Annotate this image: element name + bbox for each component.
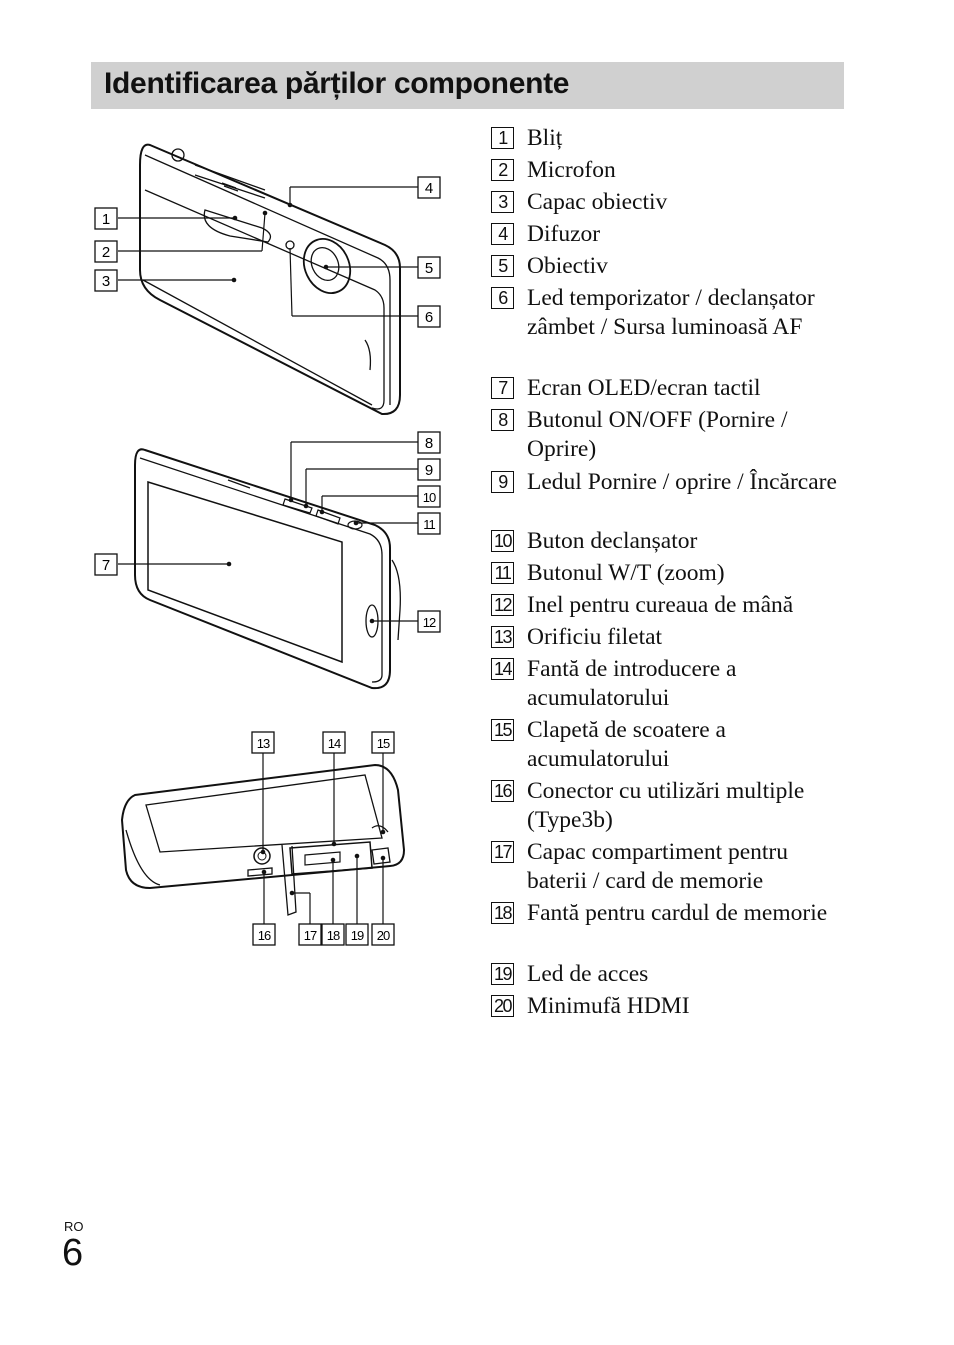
part-label: Buton declanșator bbox=[527, 528, 698, 554]
diagram-label: 7 bbox=[102, 557, 110, 574]
list-item: 4 Difuzor bbox=[491, 220, 851, 252]
list-item: 20 Minimufă HDMI bbox=[491, 992, 851, 1024]
part-label: Conector cu utilizări multiple (Type3b) bbox=[527, 778, 805, 833]
list-item: 16 Conector cu utilizări multiple (Type3b… bbox=[491, 777, 851, 838]
part-label: Led temporizator / declanșator zâmbet / … bbox=[527, 285, 815, 340]
part-label: Obiectiv bbox=[527, 253, 608, 279]
diagram-label: 3 bbox=[102, 273, 110, 290]
part-number-box: 4 bbox=[491, 223, 514, 245]
camera-diagrams: 1 2 3 4 5 6 7 8 9 10 11 12 bbox=[94, 143, 441, 946]
list-item: 1 Bliț bbox=[491, 124, 851, 156]
part-number-box: 5 bbox=[491, 255, 514, 277]
part-label: Capac compartiment pentru baterii / card… bbox=[527, 839, 789, 894]
part-label: Inel pentru cureaua de mână bbox=[527, 592, 794, 618]
part-number-box: 18 bbox=[491, 902, 514, 924]
diagram-label: 17 bbox=[304, 928, 317, 943]
part-number-box: 20 bbox=[491, 995, 514, 1017]
part-label: Capac obiectiv bbox=[527, 189, 668, 215]
front-view-label-boxes: 1 2 3 4 5 6 bbox=[94, 176, 441, 328]
list-item: 7 Ecran OLED/ecran tactil bbox=[491, 374, 851, 406]
list-item: 14 Fantă de introducere a acumulatorului bbox=[491, 655, 851, 716]
list-item: 3 Capac obiectiv bbox=[491, 188, 851, 220]
list-item: 10 Buton declanșator bbox=[491, 527, 851, 559]
diagram-label: 5 bbox=[425, 260, 433, 277]
part-number-box: 10 bbox=[491, 530, 514, 552]
diagram-label: 2 bbox=[102, 244, 110, 261]
part-label: Microfon bbox=[527, 157, 616, 183]
part-label: Fantă pentru cardul de memorie bbox=[527, 900, 828, 926]
diagram-label: 19 bbox=[351, 928, 364, 943]
bottom-view-callouts bbox=[262, 753, 384, 924]
part-number-box: 3 bbox=[491, 191, 514, 213]
part-label: Orificiu filetat bbox=[527, 624, 663, 650]
list-item: 18 Fantă pentru cardul de memorie bbox=[491, 899, 851, 960]
diagram-label: 12 bbox=[423, 615, 436, 630]
list-item: 11 Butonul W/T (zoom) bbox=[491, 559, 851, 591]
diagram-label: 10 bbox=[423, 490, 436, 505]
list-item: 9 Ledul Pornire / oprire / Încărcare bbox=[491, 468, 851, 527]
back-view-label-boxes: 7 8 9 10 11 12 bbox=[94, 431, 441, 633]
list-item: 15 Clapetă de scoatere a acumulatorului bbox=[491, 716, 851, 777]
part-label: Ecran OLED/ecran tactil bbox=[527, 375, 761, 401]
part-number-box: 2 bbox=[491, 159, 514, 181]
part-label: Ledul Pornire / oprire / Încărcare bbox=[527, 469, 837, 495]
diagram-label: 20 bbox=[377, 928, 390, 943]
list-item: 19 Led de acces bbox=[491, 960, 851, 992]
camera-front-view bbox=[139, 143, 401, 416]
list-item: 12 Inel pentru cureaua de mână bbox=[491, 591, 851, 623]
list-item: 6 Led temporizator / declanșator zâmbet /… bbox=[491, 284, 851, 374]
bottom-view-markers bbox=[260, 829, 386, 896]
part-number-box: 16 bbox=[491, 780, 514, 802]
list-item: 13 Orificiu filetat bbox=[491, 623, 851, 655]
diagram-label: 16 bbox=[258, 928, 271, 943]
list-item: 5 Obiectiv bbox=[491, 252, 851, 284]
front-view-markers bbox=[231, 202, 329, 283]
page-title: Identificarea părților componente bbox=[104, 67, 570, 100]
part-number-box: 11 bbox=[491, 562, 514, 584]
part-number-box: 17 bbox=[491, 841, 514, 863]
diagram-label: 18 bbox=[327, 928, 340, 943]
diagram-label: 11 bbox=[423, 517, 435, 532]
diagram-label: 8 bbox=[425, 435, 433, 452]
part-label: Bliț bbox=[527, 125, 563, 151]
part-number-box: 8 bbox=[491, 409, 514, 431]
part-number-box: 14 bbox=[491, 658, 514, 680]
part-label: Minimufă HDMI bbox=[527, 993, 690, 1019]
front-view-callouts bbox=[118, 186, 418, 317]
part-number-box: 13 bbox=[491, 626, 514, 648]
back-view-markers bbox=[226, 497, 375, 624]
part-number-box: 9 bbox=[491, 471, 514, 493]
parts-list: 1 Bliț 2 Microfon 3 Capac obiectiv 4 Difuzor… bbox=[491, 124, 851, 1024]
page-number: 6 bbox=[62, 1232, 84, 1274]
diagram-label: 14 bbox=[328, 736, 341, 751]
part-label: Clapetă de scoatere a acumulatorului bbox=[527, 717, 726, 772]
diagram-label: 4 bbox=[425, 180, 433, 197]
diagram-label: 1 bbox=[102, 211, 110, 228]
language-code: RO bbox=[64, 1219, 84, 1234]
diagram-label: 13 bbox=[257, 736, 270, 751]
diagram-label: 6 bbox=[425, 309, 433, 326]
bottom-view-label-boxes: 13 14 15 16 17 18 19 20 bbox=[251, 731, 395, 946]
part-number-box: 6 bbox=[491, 287, 514, 309]
part-label: Fantă de introducere a acumulatorului bbox=[527, 656, 737, 711]
section-title-bar: Identificarea părților componente bbox=[91, 62, 844, 109]
camera-back-view bbox=[134, 448, 401, 690]
list-item: 17 Capac compartiment pentru baterii / ca… bbox=[491, 838, 851, 899]
part-number-box: 19 bbox=[491, 963, 514, 985]
part-label: Butonul ON/OFF (Pornire / Oprire) bbox=[527, 407, 788, 462]
diagram-label: 9 bbox=[425, 462, 433, 479]
part-label: Led de acces bbox=[527, 961, 649, 987]
part-number-box: 12 bbox=[491, 594, 514, 616]
part-label: Difuzor bbox=[527, 221, 601, 247]
part-number-box: 1 bbox=[491, 127, 514, 149]
part-number-box: 7 bbox=[491, 377, 514, 399]
list-item: 2 Microfon bbox=[491, 156, 851, 188]
part-label: Butonul W/T (zoom) bbox=[527, 560, 725, 586]
back-view-callouts bbox=[118, 441, 418, 622]
diagram-label: 15 bbox=[377, 736, 390, 751]
part-number-box: 15 bbox=[491, 719, 514, 741]
list-item: 8 Butonul ON/OFF (Pornire / Oprire) bbox=[491, 406, 851, 468]
